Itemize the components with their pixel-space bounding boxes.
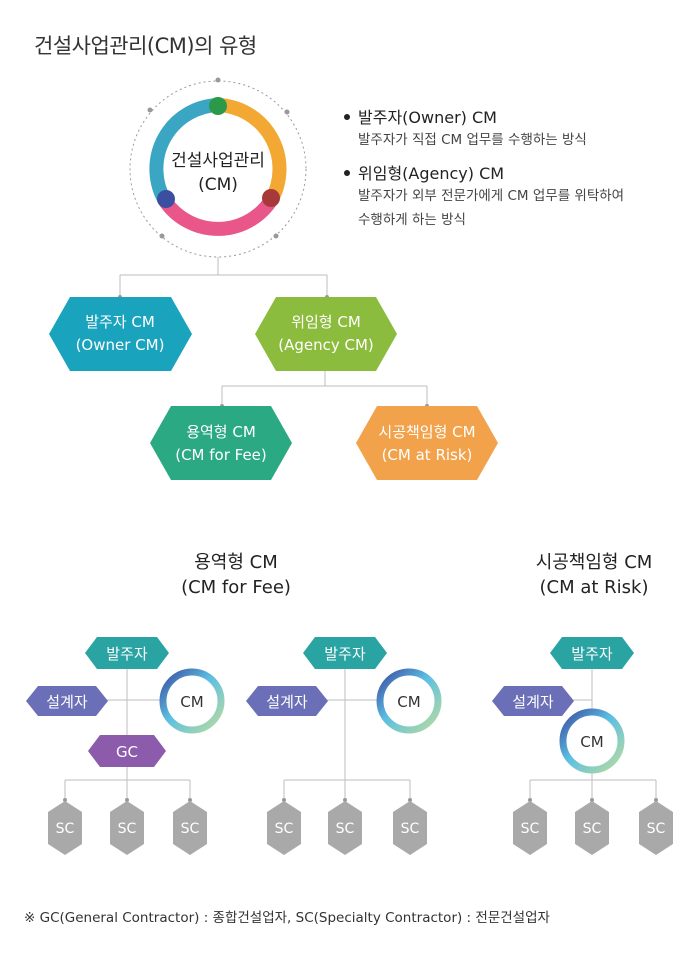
tag-designer: 설계자 <box>492 686 574 716</box>
page-title: 건설사업관리(CM)의 유형 <box>34 34 257 58</box>
svg-text:SC: SC <box>583 821 602 837</box>
tag-owner: 발주자 <box>303 637 387 669</box>
legend-item-owner: 발주자(Owner) CM 발주자가 직접 CM 업무를 수행하는 방식 <box>344 104 684 152</box>
svg-text:SC: SC <box>336 821 355 837</box>
legend-owner-head: 발주자(Owner) CM <box>358 108 497 127</box>
section-fee-subtitle: (CM for Fee) <box>181 577 291 598</box>
svg-text:SC: SC <box>647 821 666 837</box>
bullet-icon <box>344 113 350 120</box>
hex-owner-line2: (Owner CM) <box>76 336 165 354</box>
svg-text:SC: SC <box>118 821 137 837</box>
svg-text:설계자: 설계자 <box>266 693 308 711</box>
sc-node: SC <box>48 801 82 855</box>
svg-text:SC: SC <box>401 821 420 837</box>
hex-risk-line1: 시공책임형 CM <box>378 423 475 441</box>
ring-node-navy <box>157 190 175 208</box>
section-risk-subtitle: (CM at Risk) <box>540 577 649 598</box>
svg-text:CM: CM <box>580 733 603 751</box>
sc-node: SC <box>173 801 207 855</box>
sc-node: SC <box>267 801 301 855</box>
tag-owner: 발주자 <box>85 637 169 669</box>
hex-owner-line1: 발주자 CM <box>85 313 155 331</box>
legend-owner-desc: 발주자가 직접 CM 업무를 수행하는 방식 <box>358 132 587 148</box>
sc-node: SC <box>110 801 144 855</box>
tag-owner: 발주자 <box>550 637 634 669</box>
svg-text:CM: CM <box>397 693 420 711</box>
legend-item-agency: 위임형(Agency) CM 발주자가 외부 전문가에게 CM 업무를 위탁하여… <box>344 160 684 232</box>
tag-designer: 설계자 <box>26 686 108 716</box>
hex-risk-line2: (CM at Risk) <box>382 446 473 464</box>
svg-text:SC: SC <box>521 821 540 837</box>
cm-ring: CM <box>159 668 225 734</box>
svg-text:SC: SC <box>56 821 75 837</box>
hex-fee-line1: 용역형 CM <box>186 423 256 441</box>
ring-node-green <box>209 97 227 115</box>
hex-fee-line2: (CM for Fee) <box>175 446 267 464</box>
svg-text:GC: GC <box>116 743 138 761</box>
ring-segment-pink <box>159 195 278 236</box>
ring-node-red <box>262 189 280 207</box>
dotted-orbit <box>129 80 307 258</box>
hex-agency-cm: 위임형 CM (Agency CM) <box>255 297 397 371</box>
footnote: ※ GC(General Contractor) : 종합건설업자, SC(Sp… <box>24 910 550 926</box>
svg-text:발주자: 발주자 <box>106 645 148 663</box>
orbit-dot <box>284 109 290 115</box>
hex-agency-line2: (Agency CM) <box>278 336 374 354</box>
hex-risk-cm: 시공책임형 CM (CM at Risk) <box>356 406 498 480</box>
sc-node: SC <box>575 801 609 855</box>
diagram-risk: 발주자 설계자 CM SC SC SC <box>492 637 673 855</box>
hex-owner-cm: 발주자 CM (Owner CM) <box>49 297 192 371</box>
svg-text:발주자: 발주자 <box>324 645 366 663</box>
hex-agency-line1: 위임형 CM <box>291 313 361 331</box>
section-fee-title: 용역형 CM <box>194 552 278 573</box>
svg-text:SC: SC <box>181 821 200 837</box>
legend-agency-desc-1: 발주자가 외부 전문가에게 CM 업무를 위탁하여 <box>358 188 625 204</box>
tag-gc: GC <box>88 735 166 767</box>
ring-segment-orange <box>217 98 287 203</box>
cm-center-circle: 건설사업관리 (CM) <box>129 77 307 258</box>
diagram-fee-with-gc: 발주자 설계자 GC CM SC SC SC <box>26 637 225 855</box>
center-label-line1: 건설사업관리 <box>171 151 265 171</box>
svg-text:SC: SC <box>275 821 294 837</box>
svg-text:CM: CM <box>180 693 203 711</box>
legend: 발주자(Owner) CM 발주자가 직접 CM 업무를 수행하는 방식 위임형… <box>344 104 684 232</box>
hex-fee-cm: 용역형 CM (CM for Fee) <box>150 406 292 480</box>
svg-text:발주자: 발주자 <box>571 645 613 663</box>
sc-node: SC <box>393 801 427 855</box>
tag-designer: 설계자 <box>246 686 328 716</box>
center-label-line2: (CM) <box>198 175 238 195</box>
section-risk-title: 시공책임형 CM <box>536 552 653 573</box>
legend-agency-desc-2: 수행하게 하는 방식 <box>358 212 466 228</box>
svg-text:설계자: 설계자 <box>512 693 554 711</box>
cm-ring: CM <box>559 708 625 774</box>
sc-node: SC <box>513 801 547 855</box>
sc-node: SC <box>328 801 362 855</box>
sc-node: SC <box>639 801 673 855</box>
cm-ring: CM <box>376 668 442 734</box>
orbit-dot <box>273 233 279 239</box>
bullet-icon <box>344 169 350 176</box>
ring-segment-blue <box>149 98 219 205</box>
orbit-dot <box>159 233 165 239</box>
orbit-dot <box>147 107 153 113</box>
svg-text:설계자: 설계자 <box>46 693 88 711</box>
orbit-dot <box>215 77 221 83</box>
diagram-fee-separate: 발주자 설계자 CM SC SC SC <box>246 637 442 855</box>
legend-agency-head: 위임형(Agency) CM <box>358 164 505 183</box>
